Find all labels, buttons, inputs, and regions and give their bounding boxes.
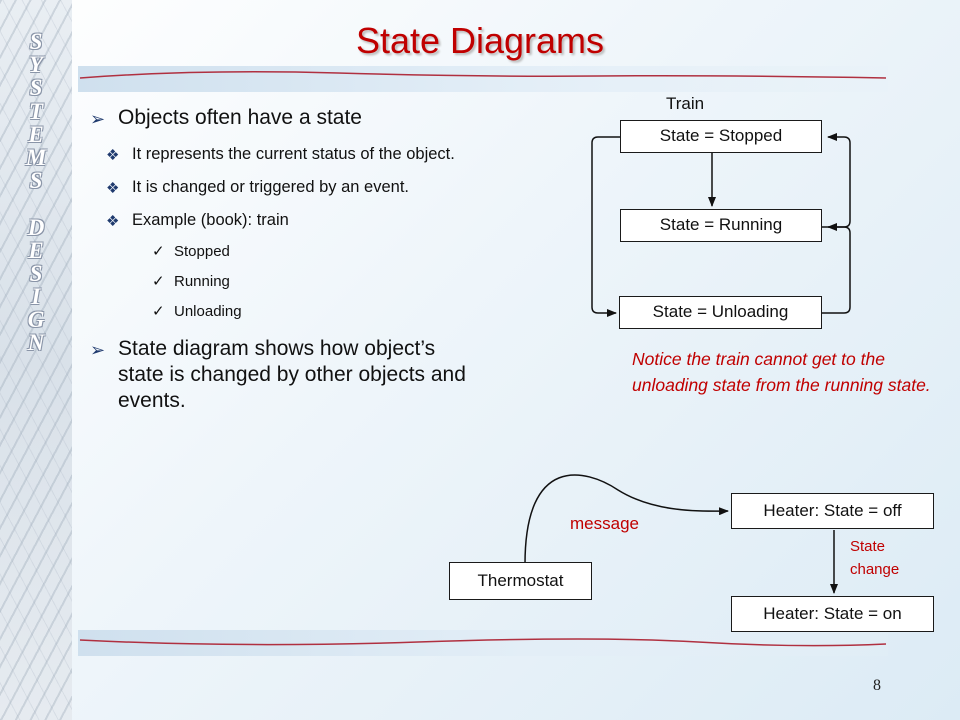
checkmark-icon: ✓ — [152, 303, 165, 320]
thermostat-box: Thermostat — [449, 562, 592, 600]
footer-divider-band — [78, 630, 888, 656]
bullet-state-diagram-shows: ➢ State diagram shows how object’s state… — [90, 337, 466, 412]
side-title-letter: T — [28, 98, 44, 124]
side-title-letter: G — [27, 307, 45, 333]
side-title-letter: I — [31, 284, 41, 310]
footer-swoosh-line — [79, 638, 887, 647]
marble-side-panel — [0, 0, 72, 720]
diamond-cluster-icon: ❖ — [106, 147, 120, 164]
sub-bullet-represents-status: ❖ It represents the current status of th… — [90, 143, 480, 166]
bullet-objects-have-state: ➢ Objects often have a state — [90, 105, 480, 131]
check-item-running: ✓ Running — [152, 273, 230, 290]
side-title-letter: S — [29, 29, 43, 54]
check-item-unloading: ✓ Unloading — [152, 303, 242, 320]
arrow-bullet-icon: ➢ — [90, 109, 106, 129]
sub-bullet-example-train: ❖ Example (book): train — [90, 209, 480, 232]
train-note: Notice the train cannot get to the unloa… — [632, 349, 931, 395]
header-swoosh-line — [79, 71, 887, 79]
diamond-cluster-icon: ❖ — [106, 213, 120, 230]
check-item-stopped: ✓ Stopped — [152, 243, 230, 260]
message-arrow-curve — [524, 474, 729, 565]
side-title-letter: N — [27, 330, 45, 356]
side-title-letter: E — [28, 237, 44, 263]
side-title-letter: M — [25, 144, 47, 170]
header-divider-band — [78, 66, 888, 92]
bullet-list: ➢ Objects often have a state ❖ It repres… — [90, 105, 480, 426]
arrow-stopped-to-unloading — [591, 136, 620, 317]
side-title-letter: D — [27, 214, 45, 240]
sub-bullet-changed-by-event: ❖ It is changed or triggered by an event… — [90, 176, 480, 199]
side-title-letter: E — [28, 121, 44, 147]
diamond-cluster-icon: ❖ — [106, 180, 120, 197]
heater-off-box: Heater: State = off — [731, 493, 934, 529]
state-box-stopped: State = Stopped — [620, 120, 822, 153]
state-box-running: State = Running — [620, 209, 822, 242]
state-box-unloading: State = Unloading — [619, 296, 822, 329]
side-title-letter: S — [29, 75, 43, 101]
side-title-letter: S — [29, 260, 43, 286]
message-label: message — [570, 514, 639, 533]
side-title-letter: Y — [28, 52, 44, 78]
state-change-label-line1: State — [850, 538, 886, 555]
train-label: Train — [666, 94, 705, 113]
page-number: 8 — [873, 677, 881, 694]
arrow-unloading-to-running — [822, 223, 851, 314]
checkmark-icon: ✓ — [152, 273, 165, 290]
arrow-bullet-icon: ➢ — [90, 340, 106, 360]
checkmark-icon: ✓ — [152, 243, 165, 260]
state-change-label-line2: change — [850, 561, 900, 578]
slide-title: State Diagrams — [355, 20, 605, 61]
arrow-running-to-stopped — [822, 133, 851, 228]
heater-on-box: Heater: State = on — [731, 596, 934, 632]
side-title-letter: S — [29, 168, 43, 194]
